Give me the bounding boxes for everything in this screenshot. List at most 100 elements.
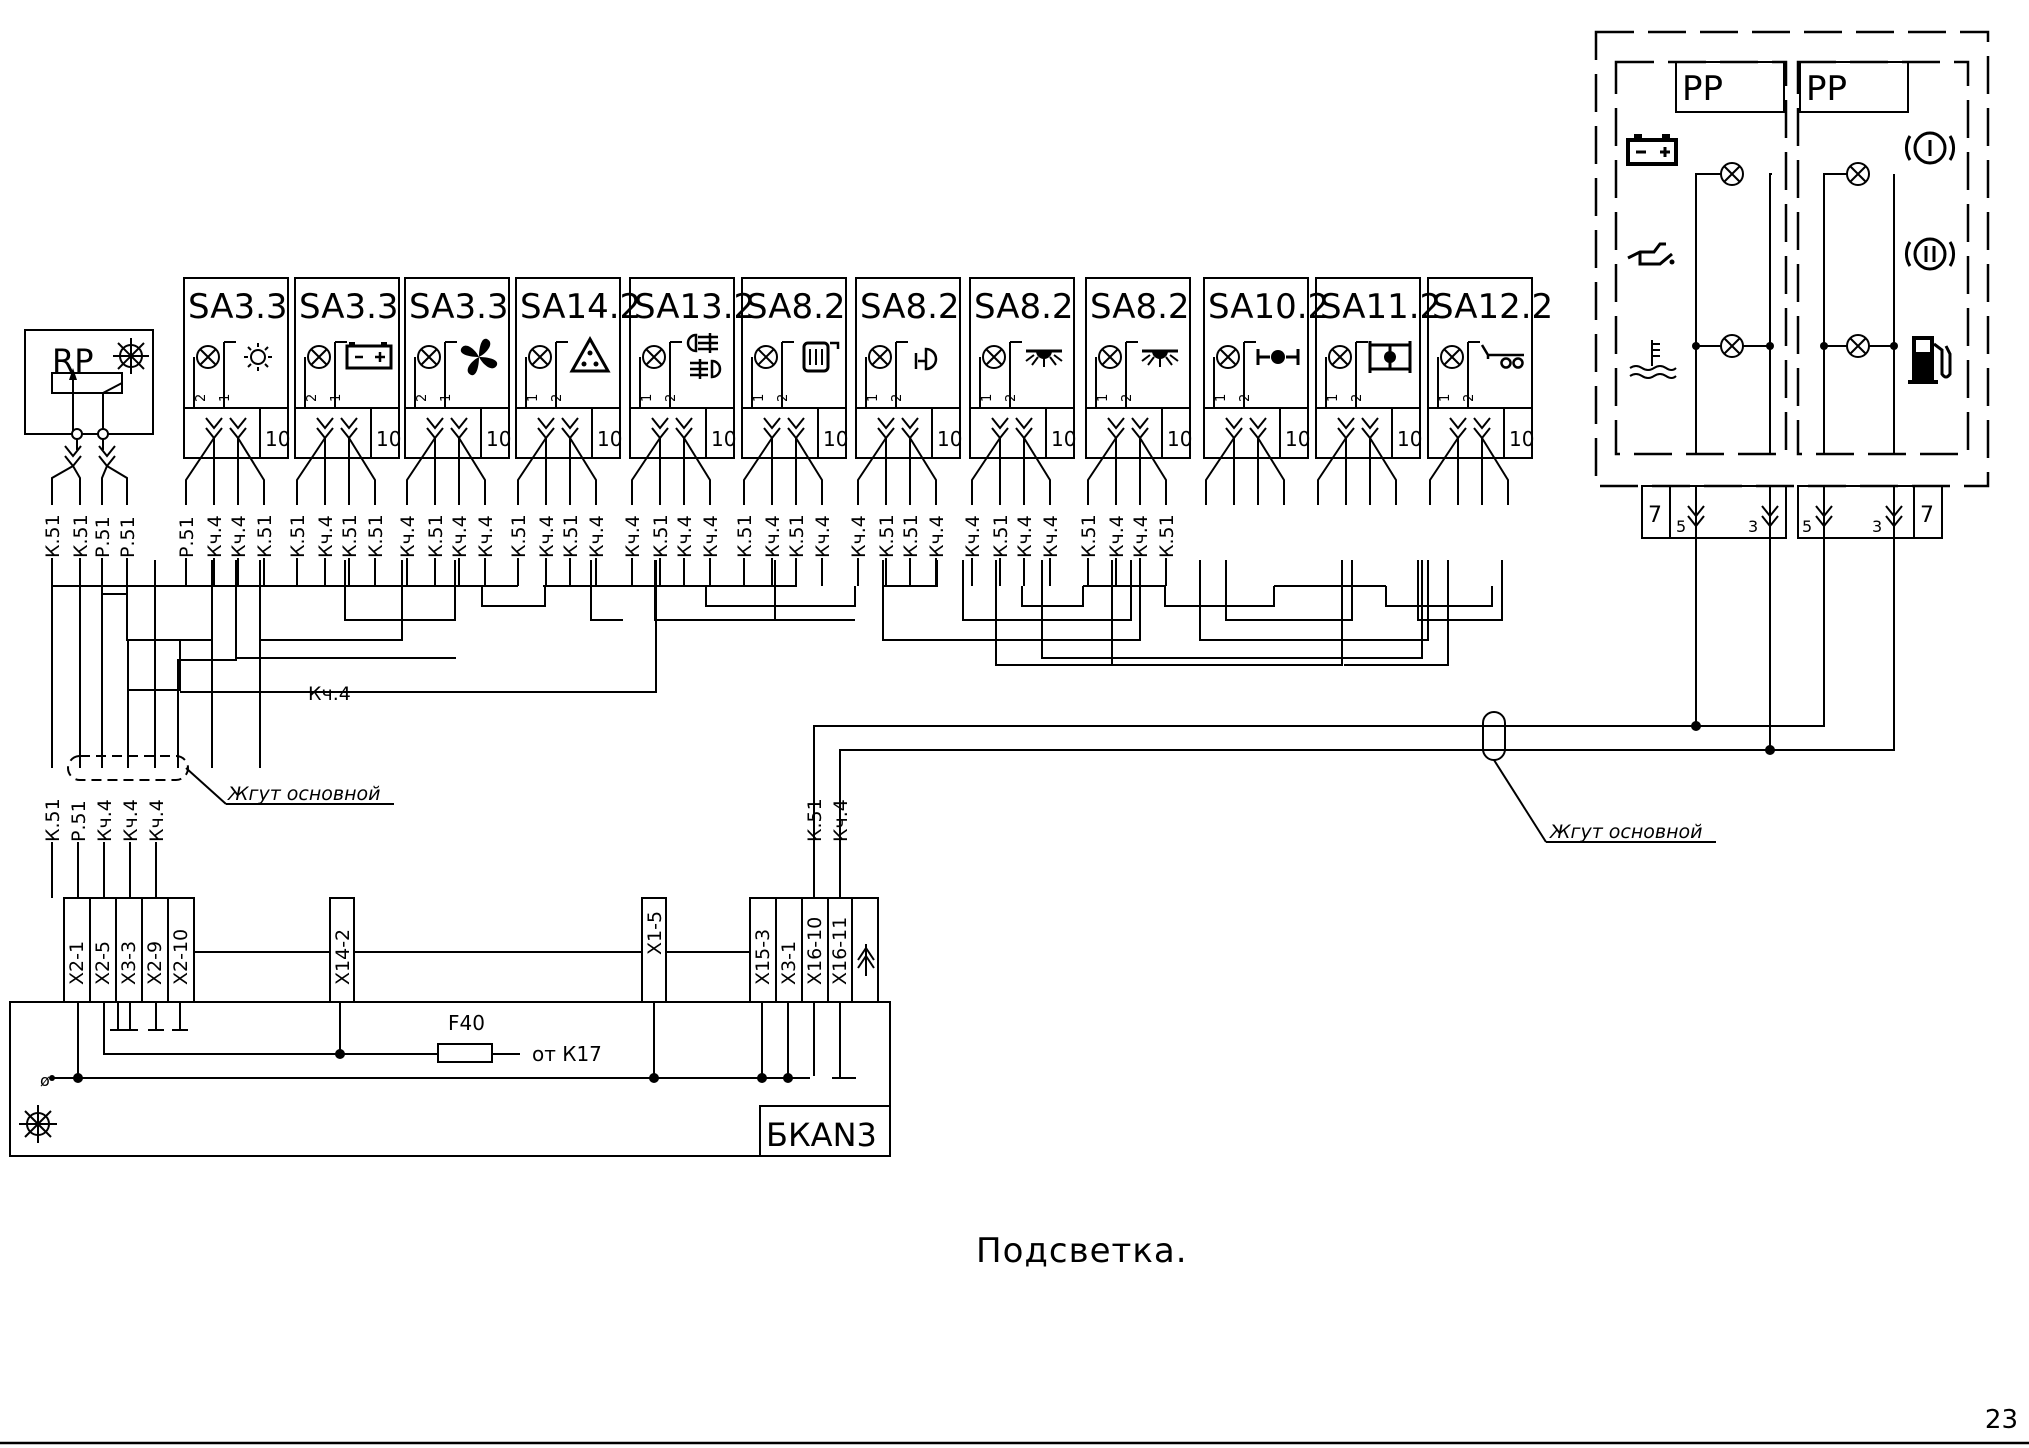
pin-number: 1 [329, 394, 344, 402]
module-label: БКАN3 [766, 1116, 877, 1154]
switch-title: SA13.2 [634, 287, 755, 327]
indicator-lamp [1216, 345, 1240, 369]
switch-title: SA8.2 [1090, 287, 1190, 327]
bundle-wire-label: К.51 [42, 798, 64, 842]
bundle-wire-label: Кч.4 [94, 799, 116, 842]
lamp-pin-number: 10 [597, 427, 622, 451]
wire-label: Кч.4 [812, 515, 834, 558]
pin-number: 1 [752, 394, 767, 402]
connector-x1-label: X1-5 [644, 911, 666, 955]
lamp-pin-number: 10 [1167, 427, 1192, 451]
switch-title: SA14.2 [520, 287, 641, 327]
lamp-pin-number: 10 [1051, 427, 1076, 451]
wire-label: Кч.4 [962, 515, 984, 558]
connector-label: X16-11 [829, 917, 851, 985]
bundle-wire-label: Кч.4 [146, 799, 168, 842]
bundle-wire-label: Р.51 [68, 800, 90, 842]
harness-label-left: Жгут основной [227, 783, 381, 805]
pin-number: 2 [305, 394, 320, 402]
right-bundle-label-1: К.51 [804, 798, 826, 842]
axle-lock-icon [1368, 341, 1412, 373]
lamp-pin-number: 10 [265, 427, 290, 451]
indicator-lamp [1440, 345, 1464, 369]
circuit-two-icon [1905, 237, 1955, 271]
wire-label: Кч.4 [700, 515, 722, 558]
indicator-lamp [868, 345, 892, 369]
wire-label: К.51 [560, 514, 582, 558]
indicator-lamp [982, 345, 1006, 369]
pin-number: 1 [1096, 394, 1111, 402]
sun-icon [244, 343, 272, 371]
coolant-temperature-icon [1629, 340, 1677, 379]
wire-label: К.51 [1156, 514, 1178, 558]
wire-label: К.51 [254, 514, 276, 558]
wire-label: Кч.4 [622, 515, 644, 558]
wire-label: Р.51 [92, 516, 114, 558]
trailer-icon [1480, 344, 1524, 369]
left-harness: Жгут основной [67, 755, 394, 805]
pin-number: 2 [1462, 394, 1477, 402]
connector-label: X3-1 [778, 941, 800, 985]
switch-wiring [51, 560, 1503, 768]
differential-lock-icon [1256, 349, 1300, 365]
wire-label: Кч.4 [449, 515, 471, 558]
indicator-lamp [754, 345, 778, 369]
fuse-f40 [437, 1043, 493, 1063]
wire-label: Кч.4 [674, 515, 696, 558]
oil-pressure-icon [1627, 242, 1675, 266]
fan-icon [460, 338, 498, 376]
pin-number: 1 [526, 394, 541, 402]
fuel-pump-icon [1908, 336, 1952, 384]
wire-label: К.51 [876, 514, 898, 558]
pin-number: 1 [1438, 394, 1453, 402]
switch-title: SA11.2 [1320, 287, 1441, 327]
connector-label: X3-3 [118, 941, 140, 985]
control-module: БКАN3 ø F40 от К17 [9, 1001, 891, 1157]
connector-label: X15-3 [752, 929, 774, 985]
connector-x14-label: X14-2 [332, 929, 354, 985]
pin-number: 1 [218, 394, 233, 402]
connector-label: X2-10 [170, 929, 192, 985]
horn-icon [914, 347, 938, 371]
illumination-icon [19, 1105, 57, 1143]
wire-label: К.51 [42, 514, 64, 558]
wire-label: Кч.4 [1106, 515, 1128, 558]
pin-number: 1 [980, 394, 995, 402]
bundle-wire-label: Кч.4 [120, 799, 142, 842]
indicator-lamp [642, 345, 666, 369]
fuse-label: F40 [448, 1011, 485, 1035]
work-light-icon [1141, 349, 1179, 367]
pin-number: 2 [415, 394, 430, 402]
wire-label: К.51 [900, 514, 922, 558]
pin-number: 2 [890, 394, 905, 402]
pin-number: 2 [1004, 394, 1019, 402]
pin-number: 1 [866, 394, 881, 402]
panel-block-1-pin-3: 3 [1748, 517, 1758, 536]
harness-label-right: Жгут основной [1549, 821, 1703, 843]
indicator-lamp [1098, 345, 1122, 369]
panel-block-2-pin-7: 7 [1920, 503, 1934, 528]
lamp-pin-number: 10 [1285, 427, 1310, 451]
battery-icon [345, 342, 393, 370]
wire-label: Кч.4 [536, 515, 558, 558]
wire-label: К.51 [734, 514, 756, 558]
pin-number: 2 [1238, 394, 1253, 402]
switch-title: SA8.2 [860, 287, 960, 327]
indicator-lamp [196, 345, 220, 369]
indicator-lamp [417, 345, 441, 369]
wire-label: К.51 [70, 514, 92, 558]
wire-label: Кч.4 [475, 515, 497, 558]
wire-label: Р.51 [117, 516, 139, 558]
wire-label: Кч.4 [926, 515, 948, 558]
panel-block-2-label: РР [1806, 69, 1847, 109]
wire-label: Кч.4 [397, 515, 419, 558]
